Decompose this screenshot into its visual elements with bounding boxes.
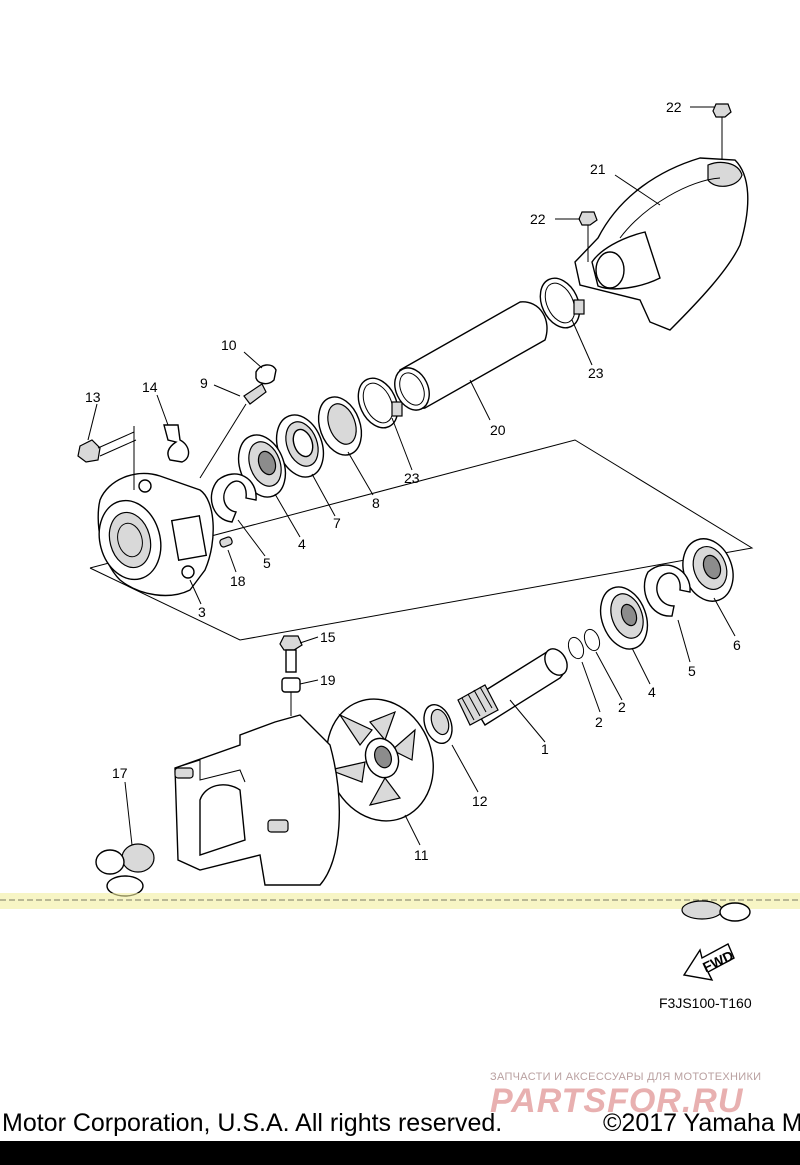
- impeller-11: [326, 698, 434, 822]
- spacer-12: [423, 703, 453, 745]
- part-label-23b: 23: [404, 470, 420, 486]
- watermark-tagline: ЗАПЧАСТИ И АКСЕССУАРЫ ДЛЯ МОТОТЕХНИКИ: [490, 1071, 762, 1083]
- footer-copyright-right: ©2017 Yamaha M: [603, 1109, 800, 1137]
- hose-20: [394, 301, 548, 411]
- part-label-1: 1: [541, 741, 549, 757]
- part-label-23a: 23: [588, 365, 604, 381]
- callout-lines: [87, 106, 736, 846]
- cap-10: [255, 364, 277, 385]
- footer-copyright-left: Motor Corporation, U.S.A. All rights res…: [2, 1109, 503, 1137]
- bracket-14: [163, 424, 190, 463]
- part-label-2a: 2: [595, 714, 603, 730]
- part-label-21: 21: [590, 161, 606, 177]
- scan-noise-band: [0, 893, 800, 909]
- hose-clamp-23-upper: [539, 277, 585, 329]
- part-label-17: 17: [112, 765, 128, 781]
- part-label-3: 3: [198, 604, 206, 620]
- parts-17: [95, 843, 155, 897]
- part-label-10: 10: [221, 337, 237, 353]
- bearing-4-lower: [599, 586, 649, 650]
- part-label-12: 12: [472, 793, 488, 809]
- o-ring-2a: [567, 636, 585, 660]
- part-label-14: 14: [142, 379, 158, 395]
- part-label-7: 7: [333, 515, 341, 531]
- nozzle-cover-21: [574, 157, 749, 331]
- watermark-logo: PARTSFOR.RU: [490, 1082, 744, 1120]
- part-label-5b: 5: [688, 663, 696, 679]
- forward-arrow-icon: FWD: [682, 943, 736, 981]
- part-labels: 22 21 22 23 20 23 10 9 14 13 8 7 4 5 18 …: [85, 99, 741, 863]
- partial-component: [681, 900, 751, 922]
- part-label-20: 20: [490, 422, 506, 438]
- part-label-8: 8: [372, 495, 380, 511]
- part-label-2b: 2: [618, 699, 626, 715]
- circlip-5-upper: [210, 473, 257, 523]
- part-label-6: 6: [733, 637, 741, 653]
- part-label-13: 13: [85, 389, 101, 405]
- bolt-13: [77, 426, 137, 490]
- part-label-15: 15: [320, 629, 336, 645]
- reference-code: F3JS100-T160: [659, 995, 752, 1011]
- bearing-6: [682, 538, 734, 602]
- footer-band: [0, 1141, 800, 1165]
- circlip-5-lower: [643, 564, 691, 617]
- grease-nipple-9: [199, 383, 267, 479]
- oil-seal-7: [275, 414, 325, 478]
- o-ring-2b: [583, 628, 601, 652]
- part-label-18: 18: [230, 573, 246, 589]
- bolt-15: [279, 635, 303, 673]
- drive-shaft-1: [457, 648, 568, 726]
- forward-arrow-label: FWD: [700, 947, 736, 975]
- part-label-19: 19: [320, 672, 336, 688]
- hose-clamp-23-lower: [357, 377, 403, 429]
- part-label-22b: 22: [530, 211, 546, 227]
- pump-housing-3: [97, 472, 214, 597]
- oil-seal-8: [317, 396, 363, 456]
- upper-assembly-frame: [89, 439, 754, 641]
- bolt-22-upper: [712, 103, 732, 160]
- impeller-housing: [174, 714, 340, 886]
- pin-18: [219, 536, 233, 548]
- washer-19: [281, 677, 301, 716]
- part-label-11: 11: [414, 847, 429, 863]
- part-label-5a: 5: [263, 555, 271, 571]
- part-label-4a: 4: [298, 536, 306, 552]
- part-label-22a: 22: [666, 99, 682, 115]
- part-label-4b: 4: [648, 684, 656, 700]
- part-label-9: 9: [200, 375, 208, 391]
